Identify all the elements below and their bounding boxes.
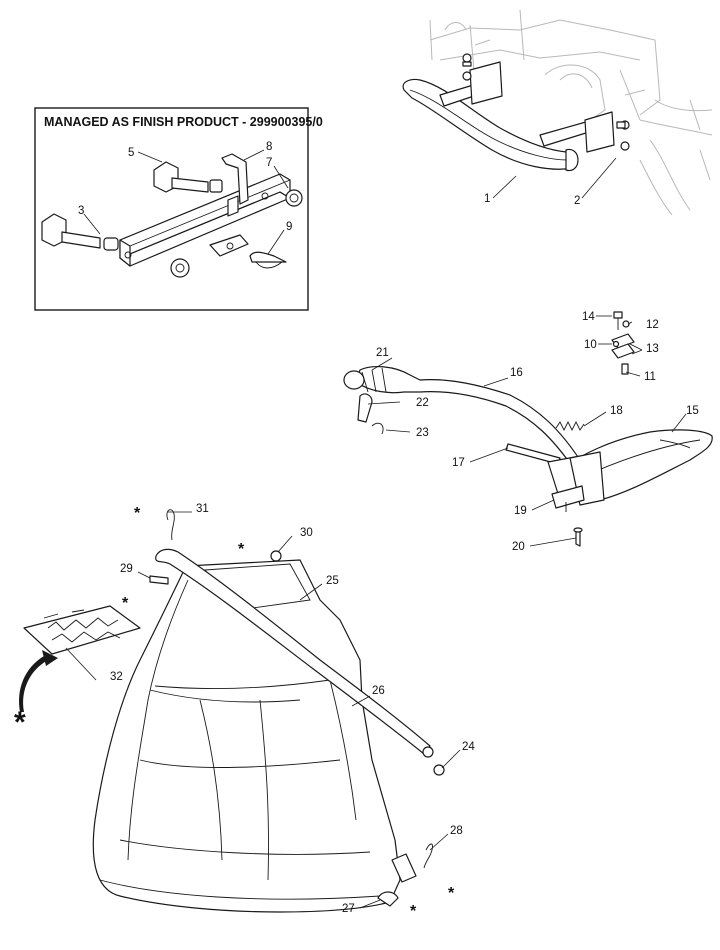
cap-27	[377, 891, 399, 907]
callout-23: 23	[416, 427, 429, 439]
leader-lines	[65, 149, 687, 909]
kit-box-title: MANAGED AS FINISH PRODUCT - 299900395/0	[44, 115, 323, 129]
tow-pin	[221, 153, 249, 205]
callout-2: 2	[574, 195, 580, 207]
callout-24: 24	[462, 741, 475, 753]
callout-17: 17	[452, 457, 465, 469]
callout-29: 29	[120, 563, 133, 575]
spring-18	[555, 420, 585, 432]
callout-25: 25	[326, 575, 339, 587]
arrow-to-manual	[19, 656, 48, 712]
asterisk-31: *	[134, 505, 141, 522]
asterisk-marks: * * * * * *	[14, 505, 455, 920]
callout-19: 19	[514, 505, 527, 517]
lever-assembly	[343, 365, 585, 467]
callout-3: 3	[78, 205, 84, 217]
callout-26: 26	[372, 685, 385, 697]
cap-30	[270, 550, 282, 562]
grass-bag-25	[92, 559, 401, 913]
asterisk-27: *	[410, 903, 417, 920]
asterisk-30: *	[238, 541, 245, 558]
callout-13: 13	[646, 343, 659, 355]
asterisk-28: *	[448, 885, 455, 902]
callout-5: 5	[128, 147, 134, 159]
fastener-set	[611, 311, 635, 375]
callout-9: 9	[286, 221, 292, 233]
callout-10: 10	[584, 339, 597, 351]
callout-27: 27	[342, 903, 355, 915]
callout-15: 15	[686, 405, 699, 417]
kit-box: MANAGED AS FINISH PRODUCT - 299900395/0	[34, 107, 323, 311]
bracket-19	[551, 485, 585, 509]
clip-31	[166, 509, 175, 541]
kit-box-frame	[34, 107, 309, 311]
front-bumper	[402, 53, 630, 172]
callout-12: 12	[646, 319, 659, 331]
callout-labels: 1 2 3 5 7 8 9 10 11 12 13 14 15 16 17 18…	[78, 141, 699, 915]
callout-11: 11	[644, 371, 656, 383]
clip-28	[423, 843, 433, 869]
grass-collector	[19, 548, 434, 913]
callout-1: 1	[484, 193, 490, 205]
lever-grip-22	[357, 393, 373, 423]
callout-32: 32	[110, 671, 123, 683]
nut-bottom	[170, 258, 190, 278]
nut-7	[285, 189, 303, 207]
asterisk-32: *	[14, 706, 26, 739]
callout-21: 21	[376, 347, 389, 359]
manual-32	[23, 605, 141, 655]
callout-20: 20	[512, 541, 525, 553]
callout-16: 16	[510, 367, 523, 379]
callout-14: 14	[582, 311, 595, 323]
callout-8: 8	[266, 141, 272, 153]
clip-pin-9	[249, 251, 287, 263]
lever-rod-16	[355, 365, 581, 467]
callout-7: 7	[266, 157, 272, 169]
asterisk-29: *	[122, 595, 129, 612]
callout-31: 31	[196, 503, 209, 515]
callout-22: 22	[416, 397, 429, 409]
callout-30: 30	[300, 527, 313, 539]
callout-18: 18	[610, 405, 623, 417]
callout-28: 28	[450, 825, 463, 837]
bolt-29	[149, 575, 169, 585]
cap-24	[433, 764, 445, 776]
tractor-chassis-ghost	[429, 9, 713, 216]
lever-knob-21	[343, 370, 365, 390]
